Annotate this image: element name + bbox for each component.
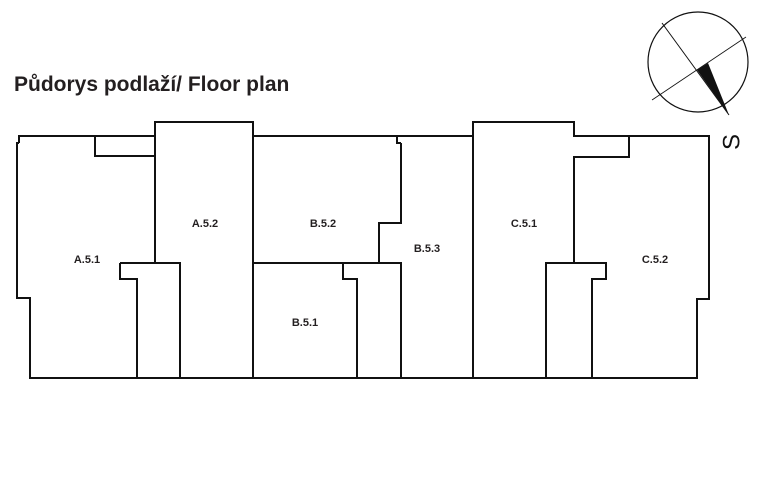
- wall-b51: [342, 263, 358, 378]
- unit-label[interactable]: C.5.2: [642, 254, 668, 266]
- wall-a-core: [119, 262, 181, 378]
- wall-a51: [94, 136, 155, 157]
- unit-label[interactable]: A.5.2: [192, 218, 218, 230]
- wall-b52: [378, 143, 402, 263]
- unit-label[interactable]: B.5.3: [414, 243, 440, 255]
- unit-c-5-1-area[interactable]: [472, 121, 630, 379]
- wall-b-mid: [253, 262, 402, 378]
- unit-label[interactable]: B.5.1: [292, 317, 318, 329]
- unit-label[interactable]: A.5.1: [74, 254, 100, 266]
- wall-c52-core: [546, 262, 607, 378]
- unit-label[interactable]: C.5.1: [511, 218, 537, 230]
- unit-label[interactable]: B.5.2: [310, 218, 336, 230]
- page-title: Půdorys podlaží/ Floor plan: [14, 73, 290, 96]
- outer-wall: [16, 121, 710, 379]
- compass-label: S: [718, 134, 745, 150]
- compass-icon: S: [647, 11, 749, 150]
